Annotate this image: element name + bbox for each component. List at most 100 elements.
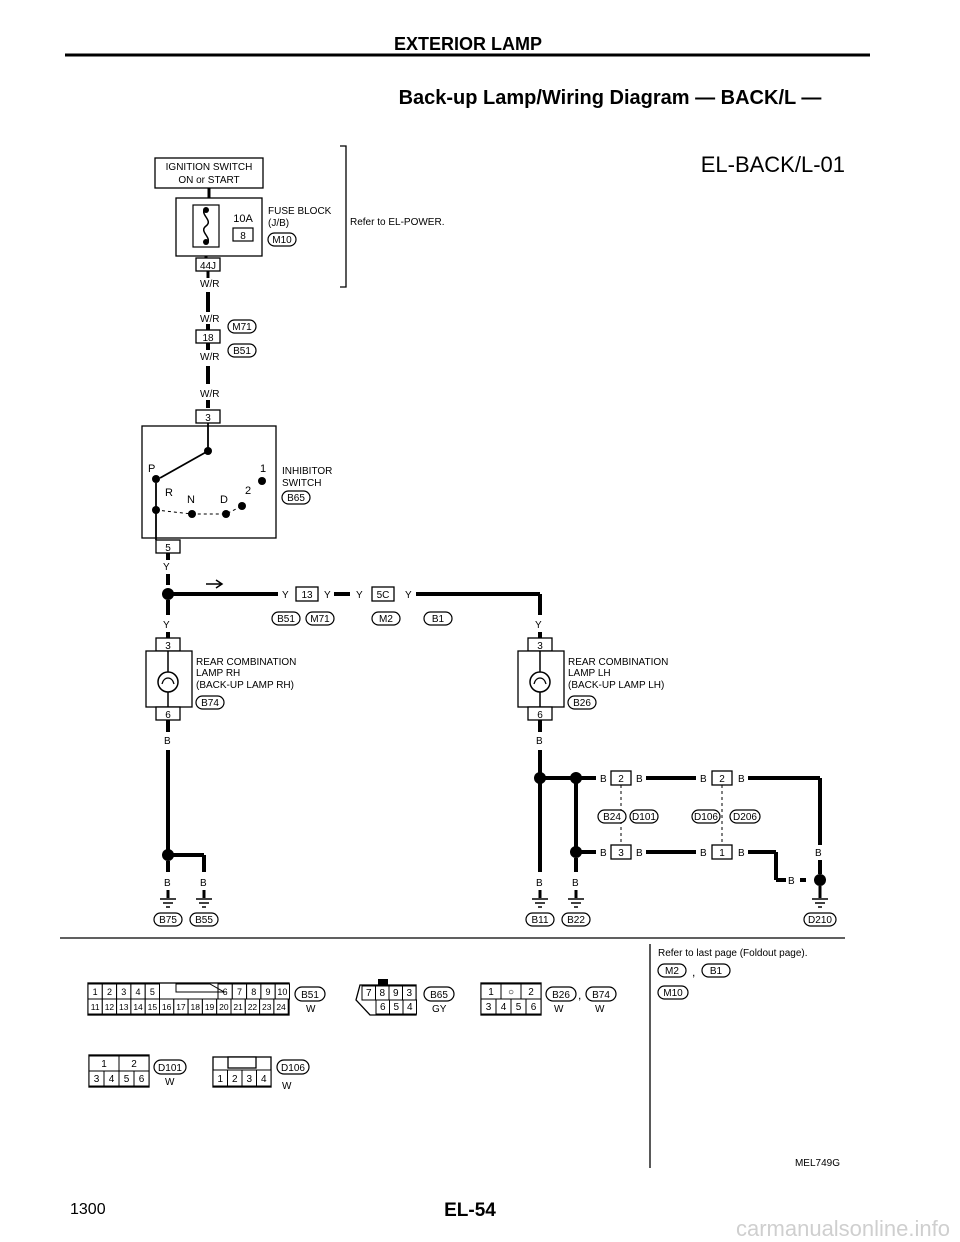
inhibitor-pos-1: 1 <box>260 463 266 475</box>
ground-symbol-b55-icon <box>196 890 212 908</box>
wire-color-wr-1: W/R <box>200 279 219 290</box>
connector-pin-cell <box>256 1069 272 1087</box>
connector-pin-number: 4 <box>261 1074 267 1085</box>
connector-pin-number: 6 <box>139 1074 145 1085</box>
inhibitor-label-2: SWITCH <box>282 478 321 489</box>
connector-pin-number: 5 <box>124 1074 130 1085</box>
connector-pin-number: 9 <box>393 988 399 999</box>
wire-color-b-right: B <box>815 848 822 859</box>
connector-view-d106-name: D106 <box>281 1063 305 1074</box>
connector-b51-harness-label: B51 <box>277 614 295 625</box>
connector-d206-net <box>729 809 761 824</box>
connector-b26-lamp-label: B26 <box>573 698 591 709</box>
connector-pin-number: 13 <box>119 1002 129 1012</box>
ground-symbol-b11-icon <box>532 890 548 908</box>
ignition-switch-label: IGNITION SWITCH <box>166 162 253 173</box>
diagram-code: EL-BACK/L-01 <box>701 152 845 177</box>
connector-b24-net-label: B24 <box>603 812 621 823</box>
connector-b55-ground-label: B55 <box>195 915 213 926</box>
wire-color-b-g4: B <box>572 878 579 889</box>
connector-pin-number: 5 <box>393 1002 399 1013</box>
wire-color-wr-2: W/R <box>200 314 219 325</box>
connector-pin-cell <box>133 1070 150 1087</box>
wire-color-b-h8: B <box>738 848 745 859</box>
wire-color-y-h4: Y <box>405 590 412 601</box>
connector-pin-number: 1 <box>101 1059 107 1070</box>
connector-pin-number: 1 <box>93 987 98 997</box>
harness-pin13-box <box>295 586 319 602</box>
connector-pin-cell <box>273 998 289 1015</box>
inhibitor-label: INHIBITOR <box>282 466 332 477</box>
refer-bracket <box>340 145 347 288</box>
harness-pin5c-label: 5C <box>377 590 390 601</box>
wire-color-b-rh: B <box>164 736 171 747</box>
connector-view-d101-badge <box>153 1059 187 1075</box>
fuse-bottom-node <box>203 239 209 245</box>
connector-pin-number: 22 <box>248 1002 258 1012</box>
connector-m2-harness-label: M2 <box>379 614 393 625</box>
connector-pin-number: 3 <box>486 1002 492 1013</box>
connector-pin-number: 7 <box>366 988 372 999</box>
connector-pin-cell <box>402 999 417 1015</box>
connector-pin-number: 3 <box>121 987 126 997</box>
wire-color-b-h3: B <box>700 774 707 785</box>
connector-view-d101-name: D101 <box>158 1063 182 1074</box>
connector-pin-number: 8 <box>379 988 385 999</box>
lamp-rh-label-1: REAR COMBINATION <box>196 657 296 668</box>
connector-view-b26-top-row: 1○2 <box>480 983 542 1000</box>
connector-view-b51-name: B51 <box>301 990 319 1001</box>
fuse-number-box <box>232 227 254 242</box>
connector-b22-ground-label: B22 <box>567 915 585 926</box>
wire-color-b-h5: B <box>600 848 607 859</box>
connector-b75-ground-label: B75 <box>159 915 177 926</box>
lh-pin3-box <box>610 844 632 860</box>
connector-pin-number: 12 <box>105 1002 115 1012</box>
wire-color-b-h2: B <box>636 774 643 785</box>
connector-pin-number: 2 <box>131 1059 137 1070</box>
connector-pin-number: 23 <box>262 1002 272 1012</box>
connector-pin-number: 19 <box>205 1002 215 1012</box>
wire-color-y-h3: Y <box>356 590 363 601</box>
connector-b11-ground-label: B11 <box>531 915 548 926</box>
lamp-rh-bulb-icon <box>157 671 179 693</box>
inhibitor-pin3-label: 3 <box>205 413 211 424</box>
connector-pin-number: 14 <box>133 1002 143 1012</box>
lamp-lh-filament-icon <box>533 677 547 685</box>
connector-view-comma: , <box>578 988 581 1002</box>
connector-pin-number: 1 <box>488 987 494 998</box>
connector-pin-number: 3 <box>406 988 412 999</box>
connector-pin-number: 7 <box>237 987 242 997</box>
refer-connector-m10-label: M10 <box>663 988 683 999</box>
wire-color-y-h2: Y <box>324 590 331 601</box>
inhibitor-pos-p: P <box>148 463 155 475</box>
wire-color-b-g1: B <box>164 878 171 889</box>
connector-m71-harness <box>305 611 335 626</box>
connector-b11-ground <box>525 912 555 927</box>
fuse-block-label: FUSE BLOCK <box>268 206 332 217</box>
connector-pin-number: 4 <box>136 987 141 997</box>
connector-pin-number: 4 <box>501 1002 507 1013</box>
harness-pin5c-box <box>371 586 395 602</box>
inhibitor-pos-d: D <box>220 494 228 506</box>
wire-color-b-g3: B <box>536 878 543 889</box>
connector-pin-number: 6 <box>223 987 228 997</box>
connector-pin-number: 9 <box>266 987 271 997</box>
connector-pin-number: 11 <box>91 1002 100 1012</box>
connector-pin-number: 2 <box>232 1074 238 1085</box>
connector-m10-fuse-label: M10 <box>272 235 292 246</box>
connector-d210-ground <box>803 912 837 927</box>
connector-b1-harness <box>423 611 453 626</box>
connector-view-b26-badge <box>545 986 577 1002</box>
connector-pin-number: 18 <box>191 1002 201 1012</box>
fuse-pin-label: 44J <box>200 261 216 272</box>
connector-m71-joint-label: M71 <box>232 322 252 333</box>
wire-color-b-g2: B <box>200 878 207 889</box>
